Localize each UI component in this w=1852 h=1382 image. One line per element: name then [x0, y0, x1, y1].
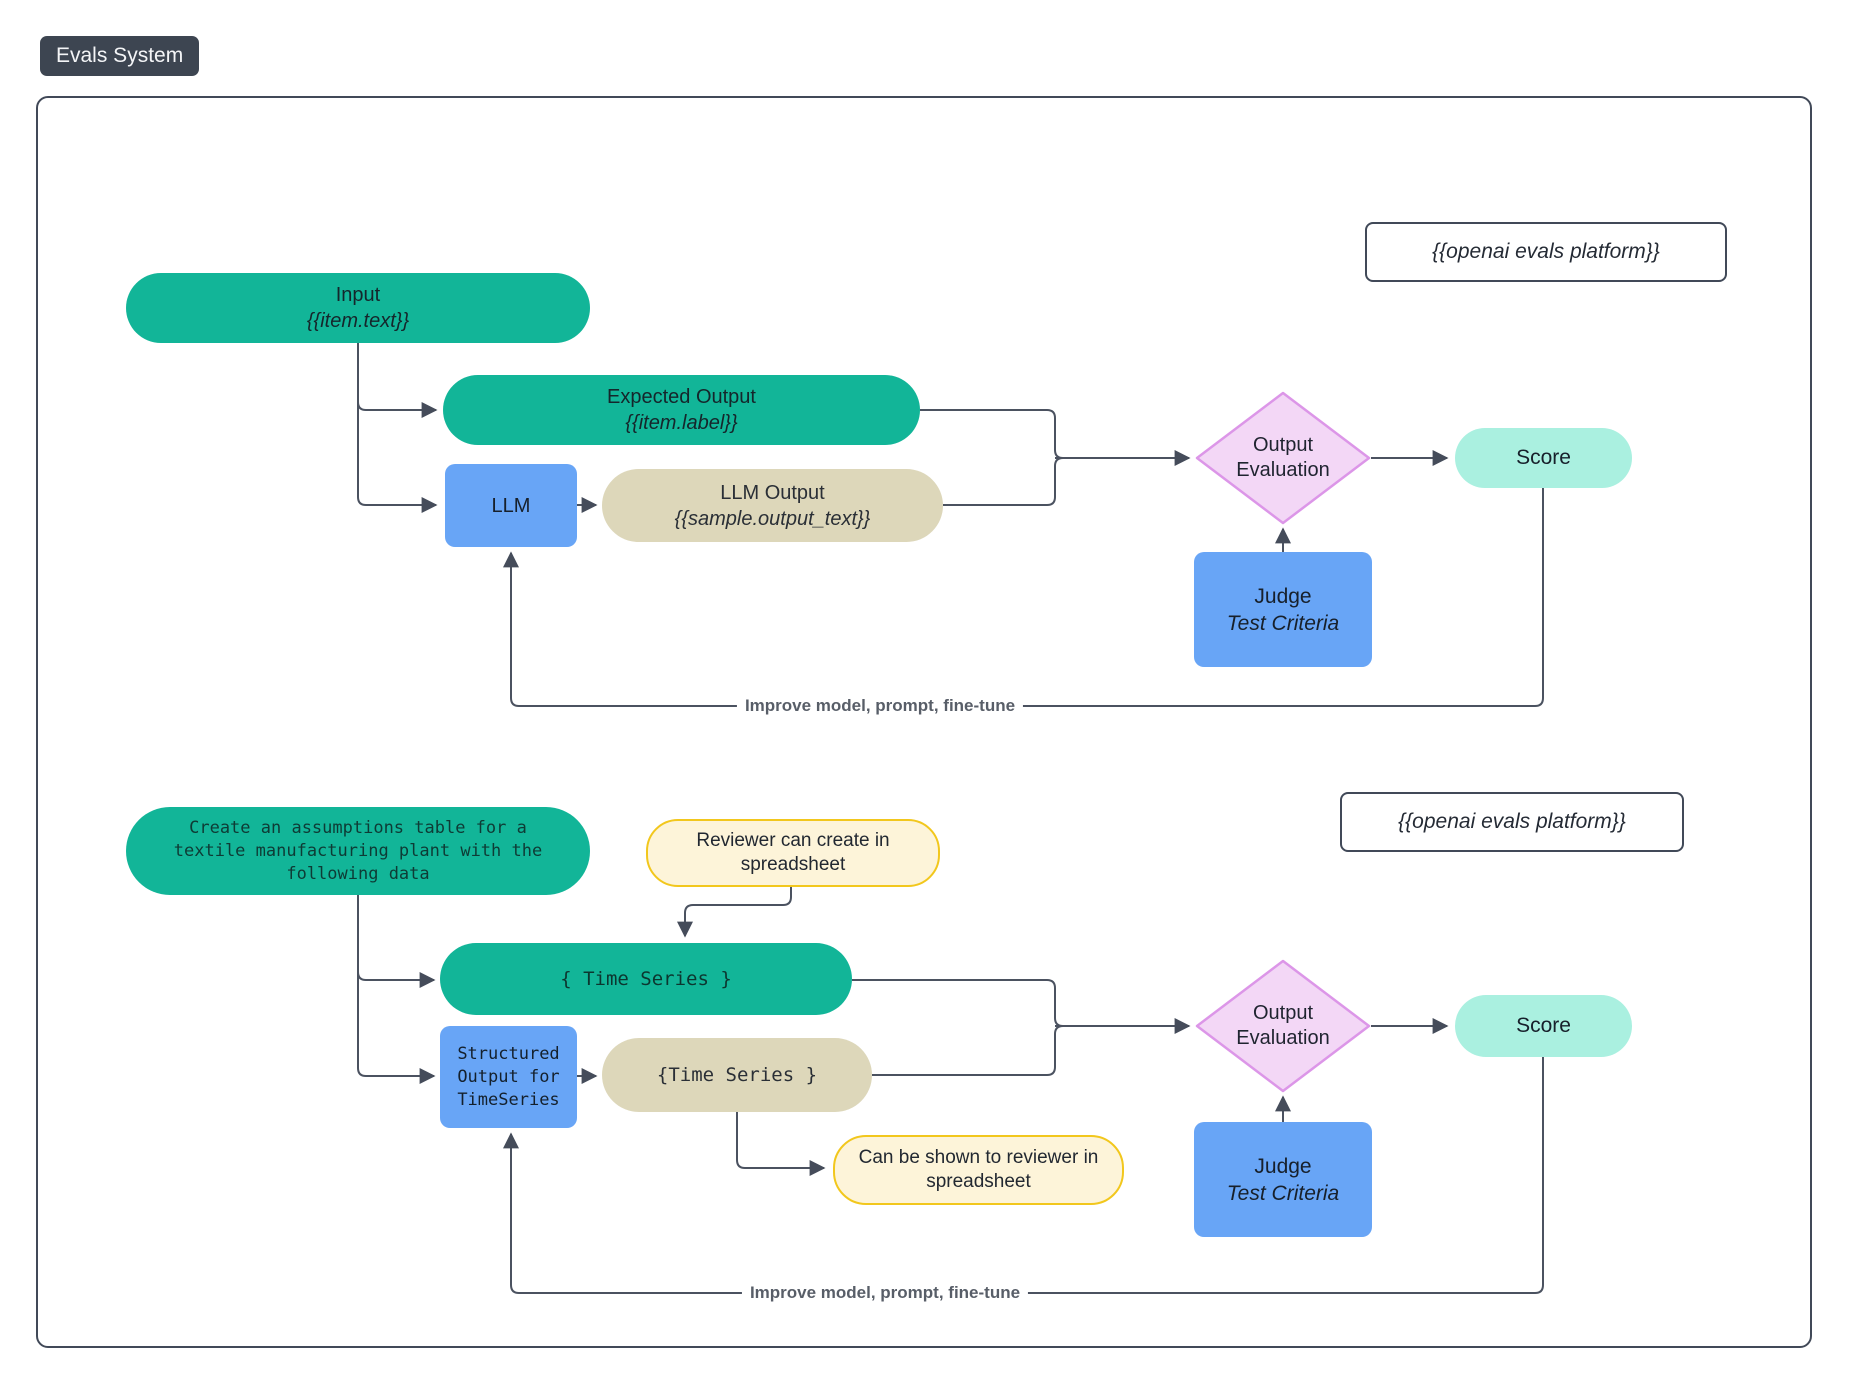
- llm-node-label: LLM: [491, 494, 531, 517]
- top-output-evaluation-label: Output Evaluation: [1195, 433, 1371, 483]
- time-series-label: { Time Series }: [560, 968, 732, 990]
- edge-tsoutput-to-shown: [736, 1112, 826, 1176]
- bottom-platform-note: {{openai evals platform}}: [1340, 792, 1684, 852]
- bottom-judge-title: Judge: [1254, 1154, 1312, 1178]
- edge-prompt-to-structured: [357, 895, 436, 1084]
- shown-note-line1: Can be shown to reviewer in: [858, 1147, 1099, 1168]
- top-score-node: Score: [1455, 428, 1632, 488]
- structured-output-line3: TimeSeries: [457, 1089, 560, 1110]
- bottom-evaluation-line2: Evaluation: [1236, 1027, 1330, 1049]
- top-evaluation-line1: Output: [1252, 434, 1314, 456]
- input-node-var: {{item.text}}: [306, 310, 410, 332]
- bottom-output-evaluation-label: Output Evaluation: [1195, 1001, 1371, 1051]
- top-platform-note: {{openai evals platform}}: [1365, 222, 1727, 282]
- edge-score-feedback-loop: [503, 488, 1544, 707]
- diagram-frame: [36, 96, 1812, 1348]
- prompt-line2: textile manufacturing plant with the: [173, 840, 543, 861]
- edge-input-to-expected: [357, 401, 438, 418]
- time-series-output-label: {Time Series }: [656, 1064, 818, 1086]
- expected-output-title: Expected Output: [607, 386, 756, 408]
- bottom-platform-note-label: {{openai evals platform}}: [1398, 810, 1626, 833]
- llm-output-title: LLM Output: [720, 481, 825, 504]
- bottom-judge-subtitle: Test Criteria: [1226, 1181, 1340, 1205]
- reviewer-note-line2: spreadsheet: [740, 854, 846, 875]
- time-series-output-node: {Time Series }: [602, 1038, 872, 1112]
- shown-note-line2: spreadsheet: [926, 1171, 1031, 1192]
- llm-output-node: LLM Output {{sample.output_text}}: [602, 469, 943, 542]
- structured-output-line2: Output for: [457, 1066, 560, 1087]
- structured-output-line1: Structured: [457, 1043, 560, 1064]
- shown-note: Can be shown to reviewer in spreadsheet: [833, 1135, 1124, 1205]
- expected-output-node: Expected Output {{item.label}}: [443, 375, 920, 445]
- bottom-score-node: Score: [1455, 995, 1632, 1057]
- prompt-line1: Create an assumptions table for a: [189, 817, 527, 838]
- edge-prompt-to-timeseries: [357, 971, 436, 988]
- diagram-title-badge: Evals System: [40, 36, 200, 76]
- reviewer-note-line1: Reviewer can create in: [696, 830, 890, 851]
- llm-output-var: {{sample.output_text}}: [674, 507, 871, 530]
- input-node: Input {{item.text}}: [126, 273, 590, 343]
- top-score-label: Score: [1516, 446, 1571, 469]
- prompt-node: Create an assumptions table for a textil…: [126, 807, 590, 895]
- top-evaluation-line2: Evaluation: [1236, 459, 1330, 481]
- prompt-line3: following data: [286, 863, 430, 884]
- top-platform-note-label: {{openai evals platform}}: [1432, 240, 1660, 263]
- bottom-feedback-loop-label: Improve model, prompt, fine-tune: [741, 1282, 1029, 1304]
- input-node-title: Input: [335, 284, 381, 306]
- top-judge-node: Judge Test Criteria: [1194, 552, 1372, 667]
- top-feedback-loop-label: Improve model, prompt, fine-tune: [736, 695, 1024, 717]
- time-series-node: { Time Series }: [440, 943, 852, 1015]
- top-judge-subtitle: Test Criteria: [1226, 611, 1340, 635]
- edge-reviewer-to-timeseries: [677, 883, 792, 938]
- structured-output-node: Structured Output for TimeSeries: [440, 1026, 577, 1128]
- top-judge-title: Judge: [1254, 584, 1312, 608]
- bottom-judge-node: Judge Test Criteria: [1194, 1122, 1372, 1237]
- llm-node: LLM: [445, 464, 577, 547]
- edge-input-to-llm: [357, 343, 438, 513]
- bottom-score-label: Score: [1516, 1014, 1571, 1037]
- reviewer-note: Reviewer can create in spreadsheet: [646, 819, 940, 887]
- expected-output-var: {{item.label}}: [625, 412, 738, 434]
- bottom-evaluation-line1: Output: [1252, 1002, 1314, 1024]
- bottom-output-evaluation-diamond: [1195, 959, 1371, 1093]
- top-output-evaluation-diamond: [1195, 391, 1371, 525]
